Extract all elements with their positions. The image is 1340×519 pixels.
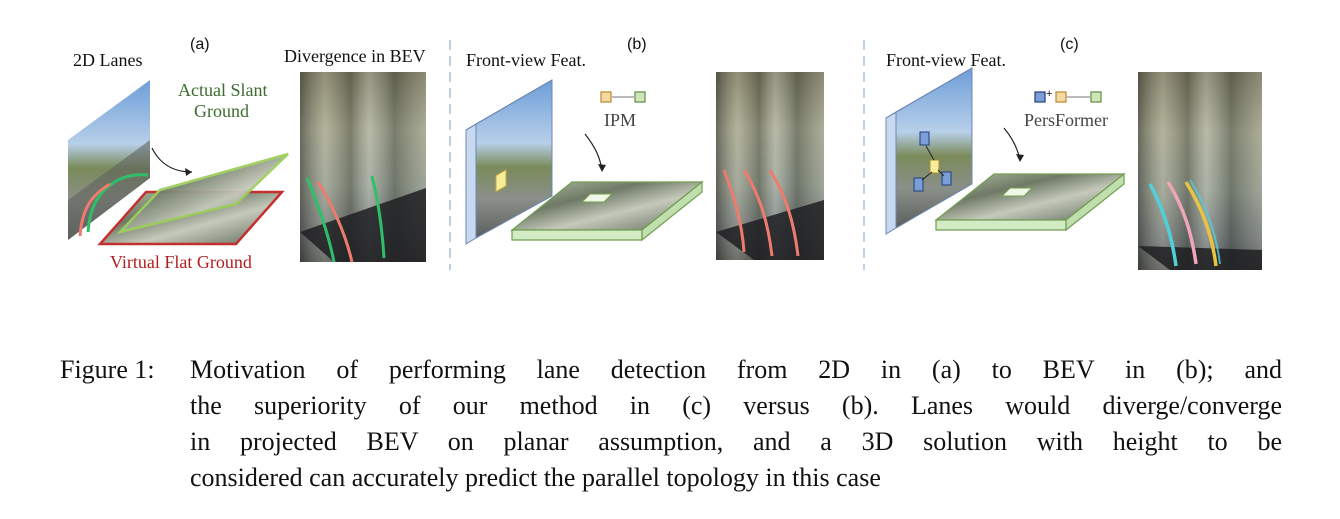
lane-red-2d [78, 182, 111, 237]
curved-arrow-a [151, 147, 193, 173]
label-actual-slant-2: Ground [194, 101, 249, 121]
query-patch [929, 159, 940, 174]
figure-graphic [68, 40, 1262, 270]
caption-line: considered can accurately predict the pa… [190, 463, 881, 492]
panel-a [68, 72, 426, 263]
bev-feature-plane-c [934, 172, 1126, 232]
lane-yellow-bev [1184, 181, 1218, 267]
bev-image-c [1138, 72, 1262, 270]
ground-planes [97, 152, 289, 246]
front-view-image-a [68, 80, 150, 240]
ipm-legend [600, 91, 646, 103]
plus-symbol: + [1046, 88, 1053, 100]
panel-letter-a: (a) [190, 36, 210, 53]
caption-line: Motivation of performing lane detection … [190, 355, 1282, 384]
label-front-view-c: Front-view Feat. [886, 50, 1006, 70]
bev-feature-plane-b [510, 180, 704, 242]
lane-pink-bev [1166, 181, 1198, 265]
bev-image-b [716, 72, 824, 260]
bev-image-a [300, 72, 426, 263]
front-view-feature-b [465, 79, 553, 245]
panel-letter-b: (b) [627, 36, 647, 53]
label-divergence-bev: Divergence in BEV [284, 46, 426, 66]
label-ipm: IPM [604, 110, 637, 130]
lane-green-2d [86, 178, 119, 233]
label-virtual-flat: Virtual Flat Ground [110, 252, 252, 272]
label-persformer: PersFormer [1024, 110, 1108, 130]
lane-green-bev [305, 177, 336, 263]
label-actual-slant-1: Actual Slant [178, 80, 268, 100]
label-front-view-b: Front-view Feat. [466, 50, 586, 70]
lane-red-bev-b1 [722, 169, 746, 253]
panel-b [465, 72, 824, 260]
lane-red-bev-b2 [742, 169, 774, 257]
label-2d-lanes: 2D Lanes [73, 50, 143, 70]
front-view-feature-c [885, 67, 973, 235]
caption-line: in projected BEV on planar assumption, a… [190, 427, 1282, 456]
caption-line: the superiority of our method in (c) ver… [190, 391, 1282, 420]
panel-letter-c: (c) [1060, 36, 1079, 53]
attention-patch-1 [919, 131, 930, 146]
panel-c [885, 67, 1262, 270]
lane-cyan-bev [1148, 183, 1178, 267]
actual-slant-plane [116, 152, 289, 235]
caption-number: Figure 1: [60, 355, 155, 384]
feature-patch-b [495, 169, 507, 193]
persformer-legend [1034, 91, 1102, 103]
lane-red-bev [316, 181, 354, 263]
caption-body: Motivation of performing lane detection … [190, 352, 1282, 496]
